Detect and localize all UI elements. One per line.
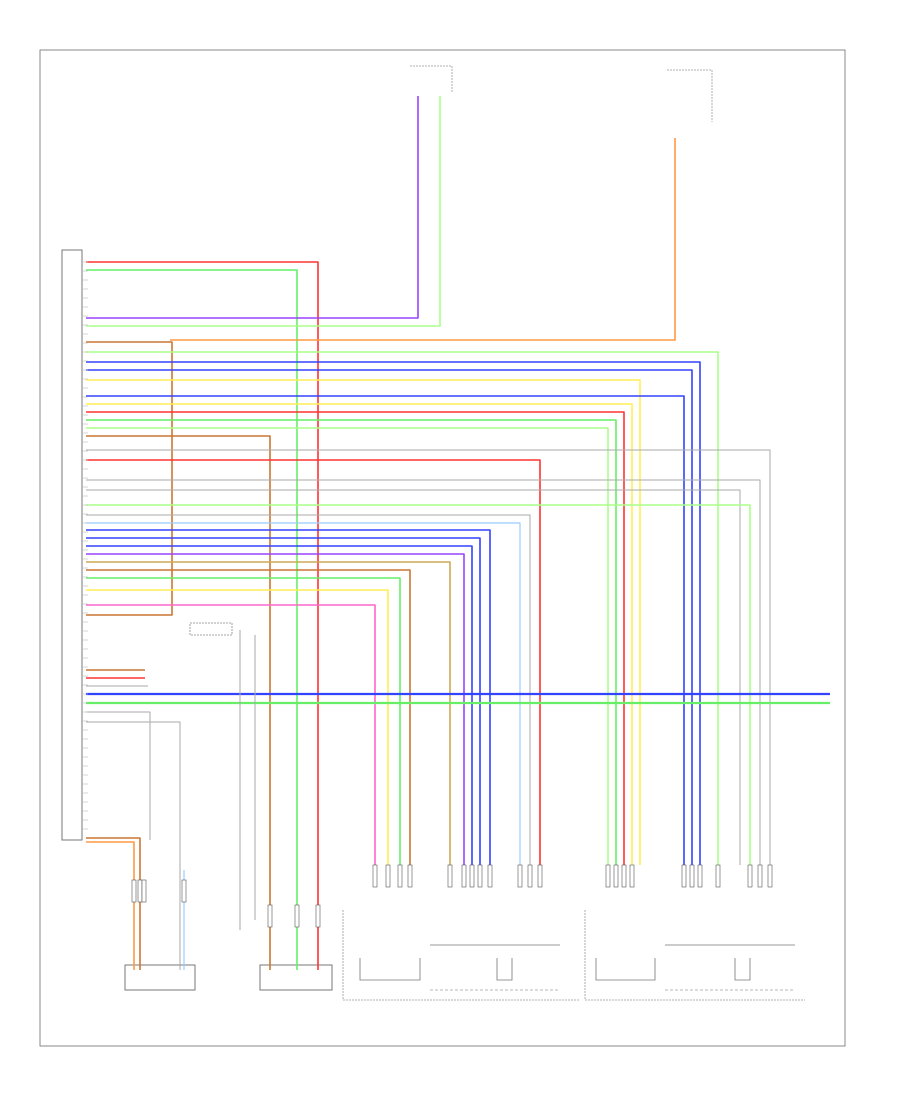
connector-pin — [537, 864, 543, 888]
connector-pin — [181, 879, 187, 903]
wire-14 — [86, 419, 617, 865]
wire-3 — [86, 96, 419, 319]
wire-4 — [86, 96, 441, 327]
wire-38 — [86, 711, 151, 840]
connector-pin — [517, 864, 523, 888]
rear-height-sensor — [124, 964, 196, 991]
connector-pin — [629, 864, 635, 888]
wire-5 — [86, 341, 173, 616]
connector-pin — [131, 879, 137, 903]
wire-40 — [86, 837, 141, 970]
connector-pin — [757, 864, 763, 888]
wire-20 — [86, 489, 741, 865]
wire-26 — [86, 545, 473, 865]
wire-2 — [86, 269, 298, 970]
connector-pin — [689, 864, 695, 888]
wire-21 — [86, 504, 751, 865]
wire-18 — [86, 449, 771, 865]
connector-pin — [372, 864, 378, 888]
connector-pin — [461, 864, 467, 888]
connector-pin — [697, 864, 703, 888]
wire-9 — [86, 369, 693, 865]
diagram-frame — [39, 49, 846, 1047]
ecu-pins — [82, 261, 773, 928]
front-height-sensor — [259, 964, 333, 991]
wire-24 — [86, 529, 491, 865]
connector-pin — [397, 864, 403, 888]
right-headlight-assembly — [584, 910, 805, 1001]
wire-41 — [86, 841, 135, 970]
wire-12 — [86, 403, 633, 865]
connector-pin — [621, 864, 627, 888]
wire-6 — [170, 138, 676, 341]
steering-connector-box — [189, 622, 233, 636]
wire-22 — [86, 514, 531, 865]
wire-8 — [86, 361, 701, 865]
top-relay-connector — [667, 69, 713, 122]
connector-pin — [527, 864, 533, 888]
wire-28 — [86, 561, 451, 865]
connector-pin — [294, 904, 300, 928]
connector-pin — [267, 904, 273, 928]
wire-32 — [86, 604, 376, 865]
connector-pin — [715, 864, 721, 888]
wire-30 — [86, 577, 401, 865]
ecu-connector — [61, 249, 83, 841]
wire-29 — [86, 569, 411, 865]
connector-pin — [141, 879, 147, 903]
left-headlight-assembly — [342, 910, 580, 1001]
wire-15 — [86, 427, 609, 865]
wire-31 — [86, 589, 389, 865]
wire-27 — [86, 553, 465, 865]
connector-pin — [613, 864, 619, 888]
connector-pin — [469, 864, 475, 888]
connector-pin — [407, 864, 413, 888]
wire-17 — [86, 459, 541, 865]
wire-11 — [86, 395, 685, 865]
wire-23 — [86, 522, 521, 865]
wire-25 — [86, 537, 481, 865]
wire-19 — [86, 479, 761, 865]
connector-pin — [385, 864, 391, 888]
connector-pin — [767, 864, 773, 888]
top-sensor-connector — [410, 65, 453, 92]
wire-1 — [86, 261, 319, 970]
wire-39 — [86, 721, 181, 970]
connector-pin — [605, 864, 611, 888]
connector-pin — [487, 864, 493, 888]
connector-pin — [315, 904, 321, 928]
connector-pin — [681, 864, 687, 888]
wires — [86, 96, 830, 970]
wire-10 — [86, 379, 641, 865]
connector-pin — [447, 864, 453, 888]
connector-pin — [477, 864, 483, 888]
wire-16 — [86, 435, 271, 970]
connector-pin — [137, 879, 143, 903]
connector-pin — [747, 864, 753, 888]
wire-13 — [86, 411, 625, 865]
